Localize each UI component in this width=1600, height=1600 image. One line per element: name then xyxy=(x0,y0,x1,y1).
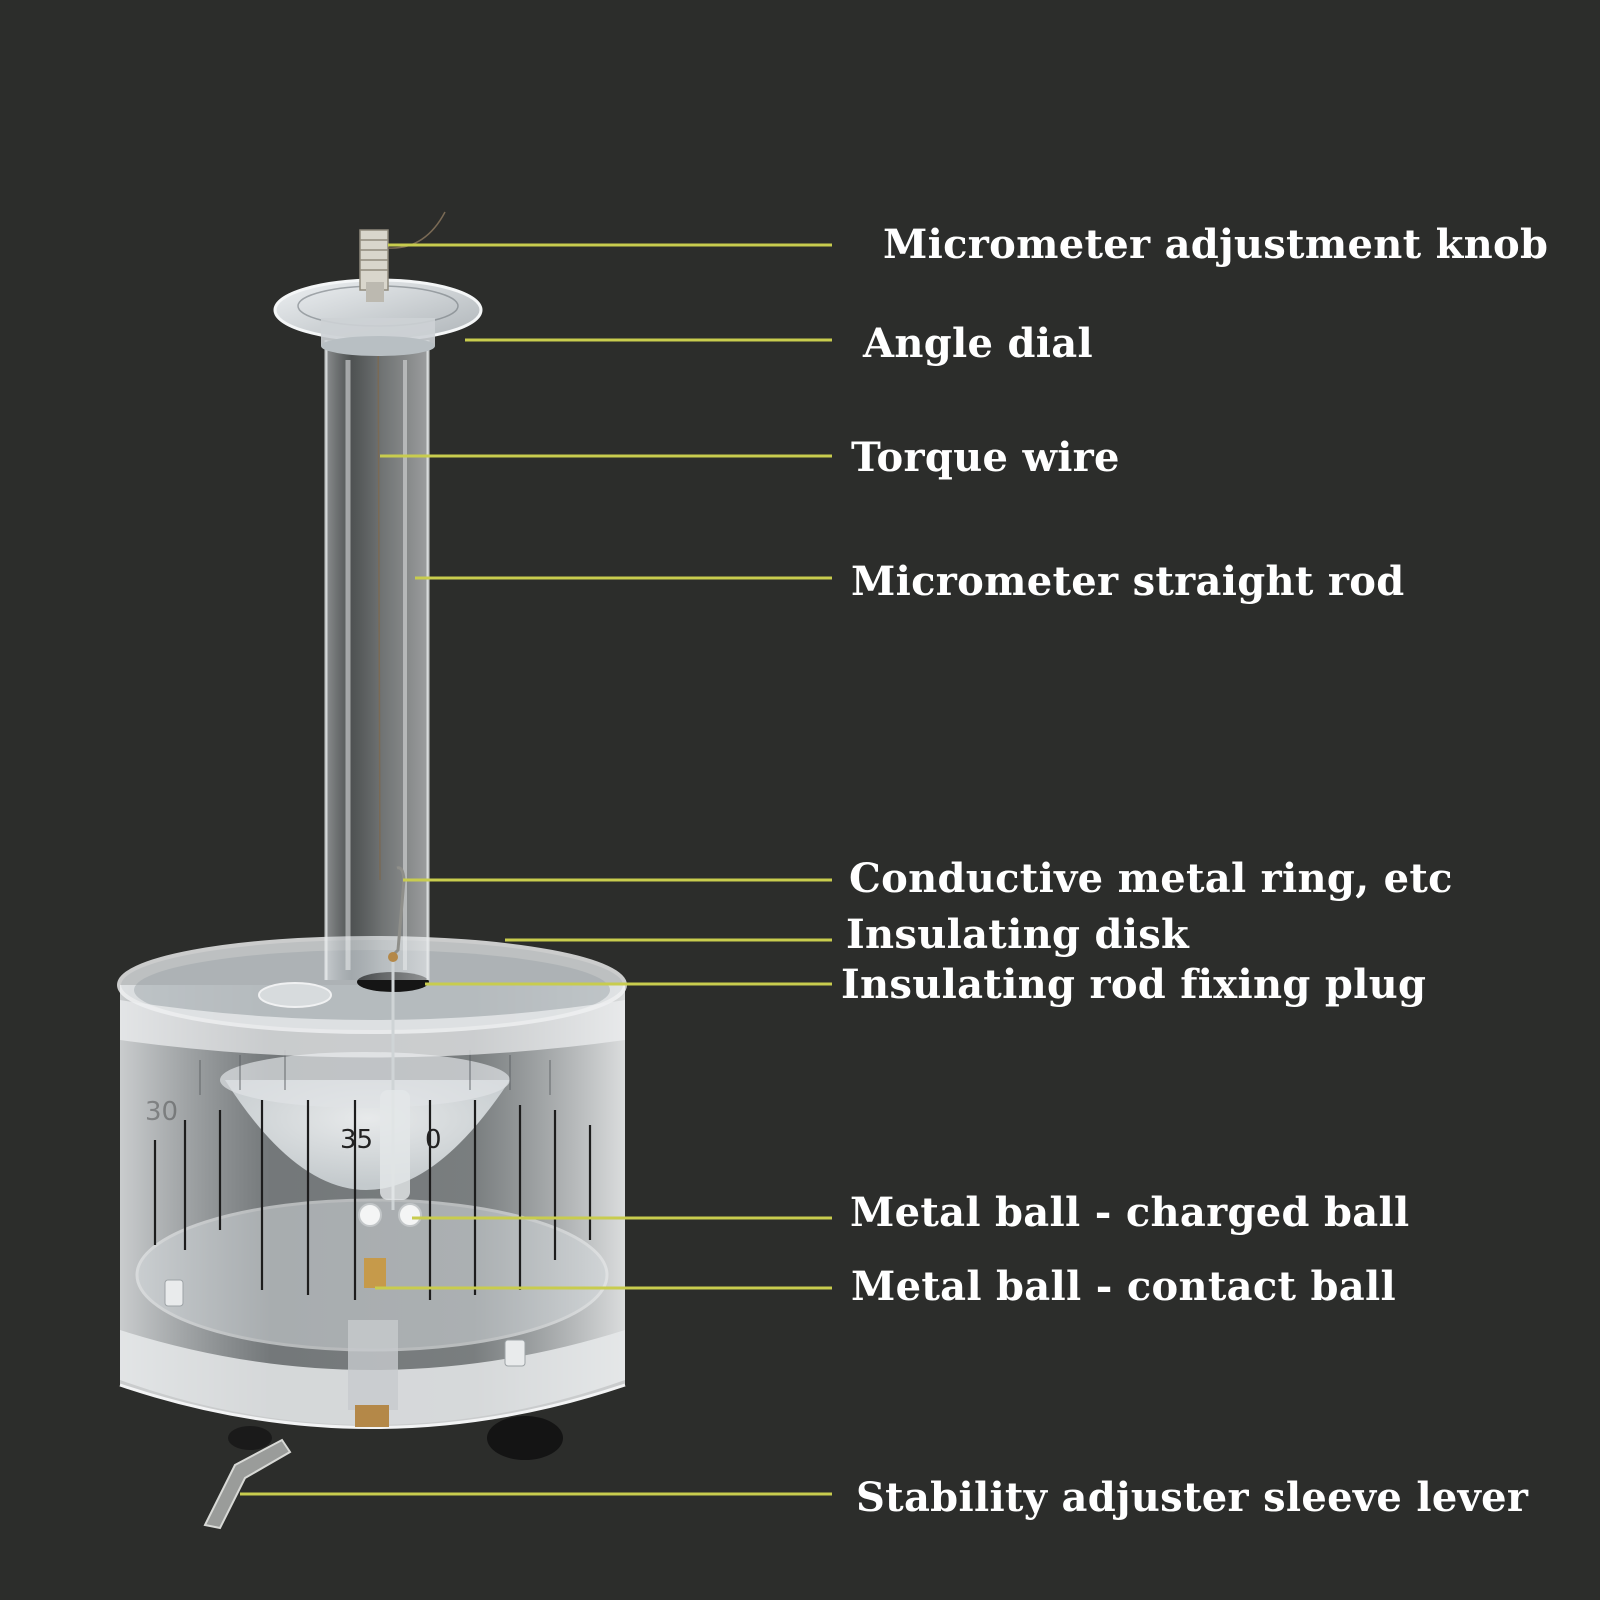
hanger-assembly xyxy=(358,960,422,1288)
scale-number-35: 35 xyxy=(340,1125,373,1155)
scale-number-30: 30 xyxy=(145,1097,178,1127)
label-insulating-rod-fixing-plug: Insulating rod fixing plug xyxy=(841,961,1427,1008)
stability-lever-shape xyxy=(203,1438,292,1530)
angle-dial-shape xyxy=(273,278,483,356)
foot xyxy=(487,1416,563,1460)
label-stability-adjuster-sleeve-lever: Stability adjuster sleeve lever xyxy=(856,1474,1529,1521)
vertical-tube xyxy=(324,299,430,980)
foot xyxy=(228,1426,272,1450)
label-micrometer-adjustment-knob: Micrometer adjustment knob xyxy=(883,221,1549,268)
label-insulating-disk: Insulating disk xyxy=(846,911,1190,958)
leader-lines xyxy=(240,243,832,1496)
adjustment-knob-shape xyxy=(359,211,446,302)
scale-number-0: 0 xyxy=(425,1125,442,1155)
charged-ball-shape xyxy=(358,1203,382,1227)
label-conductive-metal-ring: Conductive metal ring, etc xyxy=(849,855,1453,902)
label-torque-wire: Torque wire xyxy=(851,434,1120,481)
label-metal-ball-contact: Metal ball - contact ball xyxy=(851,1263,1397,1310)
base-cylinder: 35 0 30 xyxy=(117,936,627,1429)
label-angle-dial: Angle dial xyxy=(863,320,1093,367)
contact-ball-shape xyxy=(364,1258,386,1288)
label-micrometer-straight-rod: Micrometer straight rod xyxy=(851,558,1405,605)
label-metal-ball-charged: Metal ball - charged ball xyxy=(850,1189,1410,1236)
